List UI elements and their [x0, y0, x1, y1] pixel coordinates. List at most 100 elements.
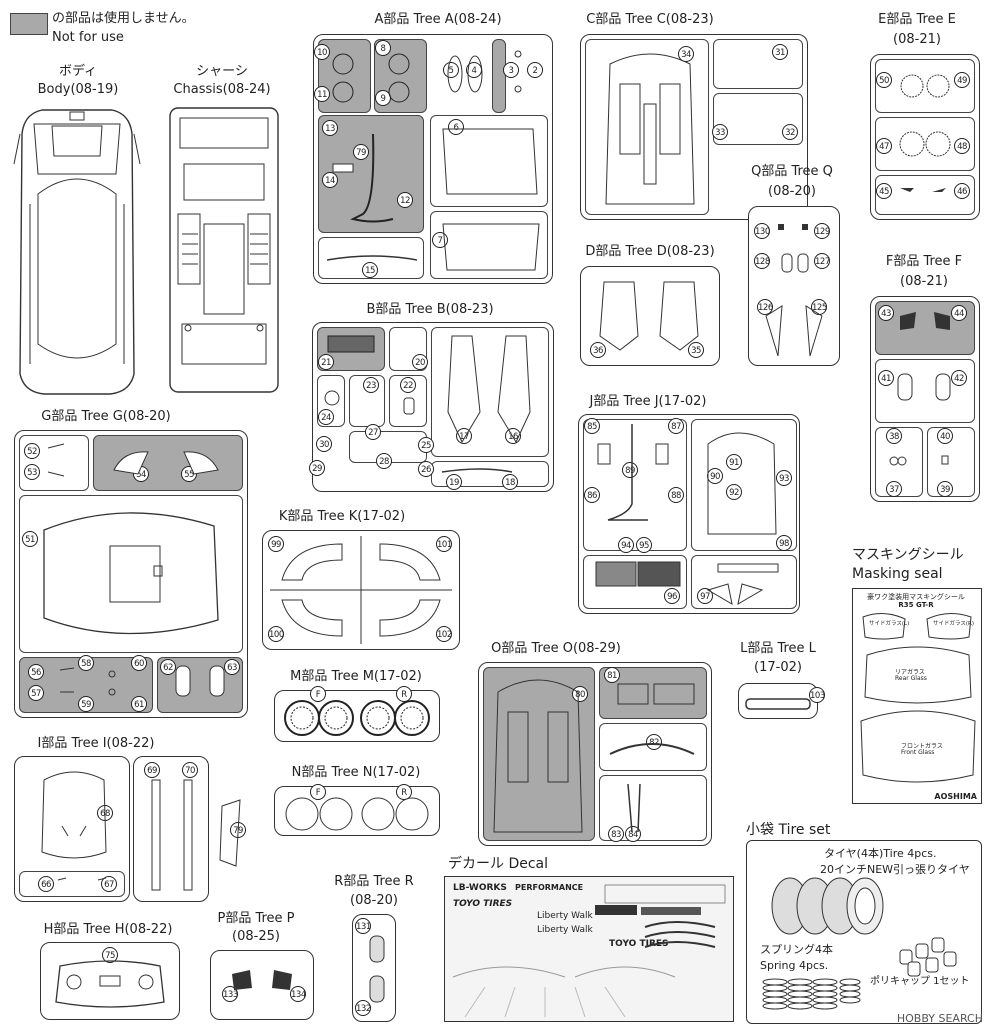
part-8: 8: [375, 40, 391, 56]
part-5: 5: [443, 62, 459, 78]
tree-i-strip: [133, 756, 209, 902]
part-66: 66: [38, 876, 54, 892]
part-130: 130: [754, 223, 770, 239]
tree-e-title: E部品 Tree E: [878, 12, 956, 27]
part-30: 29: [309, 460, 325, 476]
tree-p-sub: (08-25): [232, 929, 280, 944]
tree-e-sub: (08-21): [893, 32, 941, 47]
tree-a-cell-7: [430, 211, 548, 279]
part-18: 18: [502, 474, 518, 490]
tree-c-cell-31: [713, 39, 803, 89]
tree-q-parts-drawing: [765, 224, 823, 357]
part-96: 96: [664, 588, 680, 604]
tree-r-sub: (08-20): [350, 893, 398, 908]
masking-rear: リアガラス: [895, 669, 925, 676]
part-58: 58: [78, 655, 94, 671]
tree-a-title: A部品 Tree A(08-24): [374, 12, 502, 27]
part-34: 34: [678, 46, 694, 62]
part-11: 11: [314, 86, 330, 102]
tireset-title: 小袋 Tire set: [746, 822, 831, 838]
tree-n-rings-drawing: [285, 797, 429, 831]
part-10: 10: [314, 44, 330, 60]
spring-jp: スプリング4本: [760, 943, 833, 956]
part-39: 39: [937, 481, 953, 497]
part-70: 70: [182, 762, 198, 778]
part-98: 98: [776, 535, 792, 551]
polycaps-drawing: [899, 937, 957, 977]
part-100: 100: [268, 626, 284, 642]
tree-i-parts-drawing: [41, 771, 241, 891]
decal-logo-lbworks: LB-WORKS: [453, 883, 507, 893]
tree-n: [274, 786, 440, 836]
tree-o-cell-82: [599, 723, 707, 771]
part-19: 19: [446, 474, 462, 490]
tree-l-sub: (17-02): [754, 660, 802, 675]
tree-p-title: P部品 Tree P: [217, 911, 295, 926]
masking-title-jp: マスキングシール: [852, 547, 964, 563]
part-63: 63: [224, 659, 240, 675]
tree-g-title: G部品 Tree G(08-20): [41, 409, 171, 424]
tree-b-title: B部品 Tree B(08-23): [366, 302, 494, 317]
legend-jp: の部品は使用しません。: [52, 11, 195, 26]
tree-o-parts-drawing: [493, 679, 695, 833]
decal-toyo-2: TOYO TIRES: [609, 939, 669, 949]
masking-shapes: [860, 613, 976, 783]
tree-c-cell-34: [585, 39, 709, 215]
masking-rear-en: Rear Glass: [895, 675, 927, 682]
tree-k-parts-drawing: [270, 536, 452, 644]
part-60: 60: [131, 655, 147, 671]
part-52: 52: [24, 443, 40, 459]
part-126: 126: [757, 299, 773, 315]
tire-line1: タイヤ(4本)Tire 4pcs.: [824, 847, 937, 860]
part-91: 91: [726, 454, 742, 470]
decal-artwork: [452, 884, 726, 1018]
part-83: 83: [608, 826, 624, 842]
part-51: 51: [22, 531, 38, 547]
legend-en: Not for use: [52, 30, 124, 45]
part-59: 59: [78, 696, 94, 712]
part-128: 128: [754, 253, 770, 269]
decal-toyo-1: TOYO TIRES: [453, 899, 513, 909]
part-102: 102: [436, 626, 452, 642]
spring-en: Spring 4pcs.: [760, 959, 829, 972]
tree-q-title: Q部品 Tree Q: [751, 164, 833, 179]
tree-d-title: D部品 Tree D(08-23): [585, 244, 715, 259]
part-26: 26: [418, 461, 434, 477]
chassis-drawing: [169, 107, 279, 393]
part-37: 37: [886, 481, 902, 497]
decal-title: デカール Decal: [448, 856, 549, 872]
part-25: 25: [418, 437, 434, 453]
part-50: 49: [954, 72, 970, 88]
part-129: 129: [814, 223, 830, 239]
tree-i-title: I部品 Tree I(08-22): [37, 736, 155, 751]
polycap-label: ポリキャップ 1セット: [870, 976, 970, 987]
body-label-en: Body(08-19): [37, 82, 119, 97]
part-94: 94: [618, 537, 634, 553]
tree-g-parts-drawing: [43, 443, 225, 697]
tree-m-title: M部品 Tree M(17-02): [290, 669, 422, 684]
tree-j-title: J部品 Tree J(17-02): [589, 394, 707, 409]
rear-mark-n: R: [396, 784, 412, 800]
part-13: 13: [322, 120, 338, 136]
tree-g: [14, 430, 248, 718]
part-24: 24: [318, 409, 334, 425]
part-3: 3: [503, 62, 519, 78]
part-67: 67: [101, 876, 117, 892]
part-33: 33: [712, 124, 728, 140]
part-12: 12: [397, 192, 413, 208]
tree-l: [738, 683, 818, 719]
tree-q-sub: (08-20): [768, 184, 816, 199]
chassis-label-en: Chassis(08-24): [173, 82, 271, 97]
tree-n-title: N部品 Tree N(17-02): [291, 765, 421, 780]
tree-c: [580, 34, 808, 220]
decal-logo-performance: PERFORMANCE: [515, 883, 584, 892]
tree-f-cell-41-42: [875, 359, 975, 423]
tree-r-title: R部品 Tree R: [334, 874, 414, 889]
tires-drawing: [771, 877, 884, 935]
part-86: 86: [584, 487, 600, 503]
part-53: 53: [24, 464, 40, 480]
part-82: 82: [646, 734, 662, 750]
part-22: 22: [400, 377, 416, 393]
masking-side-r: サイドガラス(R): [933, 621, 975, 627]
part-32: 32: [782, 124, 798, 140]
